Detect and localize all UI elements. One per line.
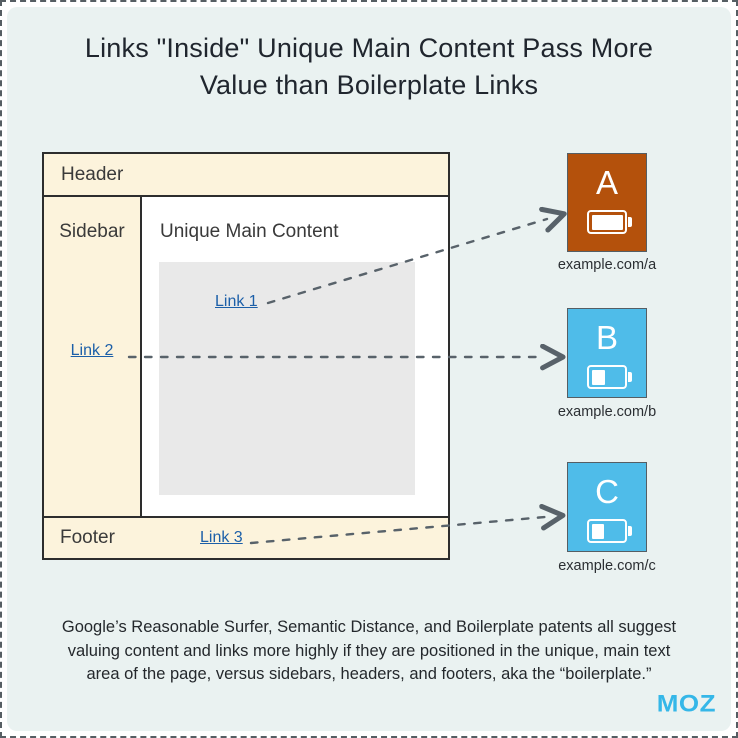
target-page-c: C bbox=[567, 462, 647, 552]
target-page-b: B bbox=[567, 308, 647, 398]
link-1[interactable]: Link 1 bbox=[215, 293, 258, 310]
battery-fill bbox=[591, 214, 623, 230]
caption-line-1: Google’s Reasonable Surfer, Semantic Dis… bbox=[61, 618, 677, 636]
page-a-letter: A bbox=[595, 164, 618, 201]
title-line-2: Value than Boilerplate Links bbox=[199, 70, 539, 100]
caption-text: Google’s Reasonable Surfer, Semantic Dis… bbox=[0, 616, 738, 687]
main-content-label: Unique Main Content bbox=[160, 221, 339, 242]
page-a-url: example.com/a bbox=[557, 257, 657, 273]
battery-track bbox=[591, 523, 623, 539]
page-title: Links "Inside" Unique Main Content Pass … bbox=[0, 30, 738, 104]
moz-logo: MOZ bbox=[656, 689, 716, 717]
battery-medium-icon bbox=[587, 365, 632, 389]
footer-label: Footer bbox=[60, 527, 115, 548]
mockup-footer-region: Footer Link 3 bbox=[44, 516, 448, 558]
battery-fill bbox=[591, 369, 606, 385]
sidebar-label: Sidebar bbox=[59, 221, 125, 242]
battery-nub bbox=[627, 526, 632, 536]
battery-nub bbox=[627, 372, 632, 382]
battery-track bbox=[591, 214, 623, 230]
link-3[interactable]: Link 3 bbox=[200, 529, 243, 546]
page-b-url: example.com/b bbox=[557, 404, 657, 420]
title-line-1: Links "Inside" Unique Main Content Pass … bbox=[84, 33, 654, 63]
header-label: Header bbox=[61, 163, 124, 185]
page-b-letter: B bbox=[595, 319, 618, 356]
battery-nub bbox=[627, 217, 632, 227]
battery-fill bbox=[591, 523, 604, 539]
main-text-block: Link 1 bbox=[159, 262, 415, 495]
battery-low-icon bbox=[587, 519, 632, 543]
mockup-main-content-region: Unique Main Content Link 1 bbox=[142, 197, 448, 516]
battery-track bbox=[591, 369, 623, 385]
caption-line-2: valuing content and links more highly if… bbox=[67, 641, 671, 660]
link-2[interactable]: Link 2 bbox=[70, 342, 114, 359]
mockup-header-region: Header bbox=[44, 154, 448, 197]
mockup-sidebar-region: Sidebar Link 2 bbox=[44, 197, 142, 516]
mockup-body-region: Sidebar Link 2 Unique Main Content Link … bbox=[44, 197, 448, 516]
webpage-mockup: Header Sidebar Link 2 Unique Main Conten… bbox=[42, 152, 450, 560]
battery-full-icon bbox=[587, 210, 632, 234]
page-c-letter: C bbox=[595, 473, 619, 510]
target-page-a: A bbox=[567, 153, 647, 252]
page-c-url: example.com/c bbox=[558, 558, 656, 574]
caption-line-3: area of the page, versus sidebars, heade… bbox=[86, 665, 652, 683]
